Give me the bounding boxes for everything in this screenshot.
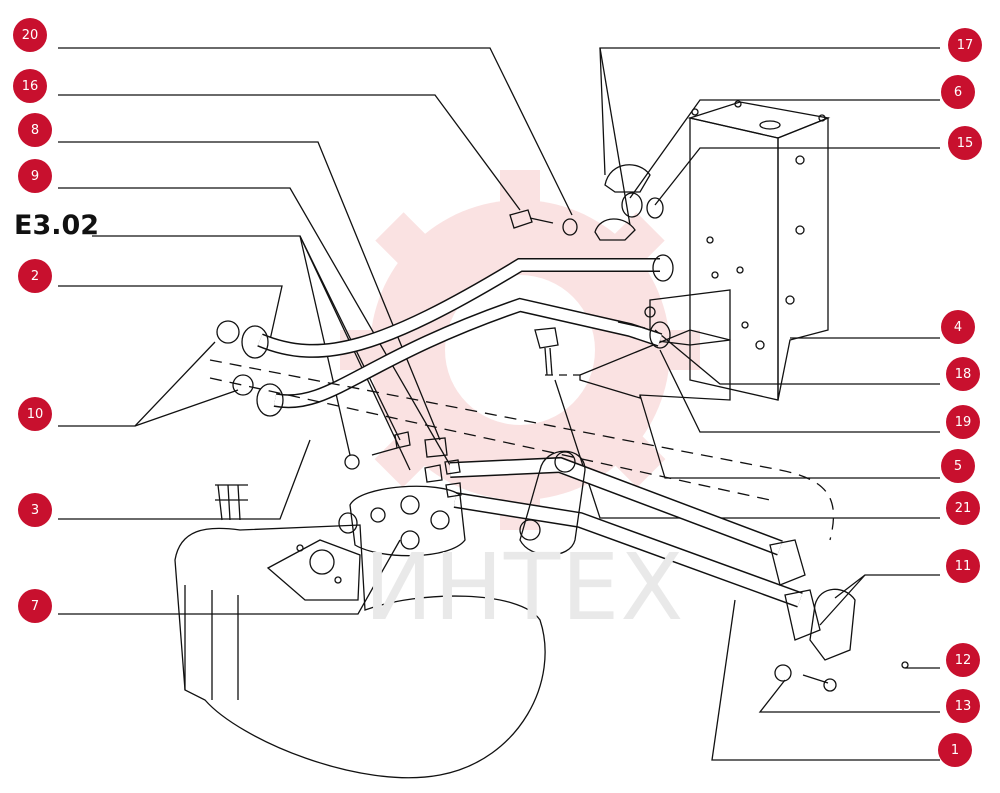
pump-housing xyxy=(174,484,546,779)
leader-line-3 xyxy=(58,439,311,520)
leader-line-5 xyxy=(639,394,940,479)
callout-12[interactable]: 12 xyxy=(946,643,980,677)
mounting-bracket xyxy=(579,329,731,401)
leader-line-13 xyxy=(758,679,940,713)
leader-line-8 xyxy=(58,141,441,441)
callout-21[interactable]: 21 xyxy=(946,491,980,525)
leader-line-21 xyxy=(554,379,940,519)
leader-line-18 xyxy=(654,329,940,385)
leader-line-19 xyxy=(659,349,940,433)
callout-20[interactable]: 20 xyxy=(13,18,47,52)
seal-ring-upper xyxy=(216,320,240,344)
callout-15[interactable]: 15 xyxy=(948,126,982,160)
leader-line-7 xyxy=(58,539,401,615)
callout-6[interactable]: 6 xyxy=(941,75,975,109)
manifold-block xyxy=(349,485,466,557)
callout-9[interactable]: 9 xyxy=(18,159,52,193)
callout-18[interactable]: 18 xyxy=(946,357,980,391)
callout-2[interactable]: 2 xyxy=(18,259,52,293)
callout-17[interactable]: 17 xyxy=(948,28,982,62)
leader-line-10 xyxy=(58,341,216,427)
callout-11[interactable]: 11 xyxy=(946,549,980,583)
callout-8[interactable]: 8 xyxy=(18,113,52,147)
callout-7[interactable]: 7 xyxy=(18,589,52,623)
leader-line-20 xyxy=(58,47,573,216)
leader-line-6 xyxy=(629,99,940,199)
leader-line-15 xyxy=(654,147,940,206)
valve-block xyxy=(687,100,831,401)
callout-13[interactable]: 13 xyxy=(946,689,980,723)
callout-4[interactable]: 4 xyxy=(941,310,975,344)
callout-5[interactable]: 5 xyxy=(941,449,975,483)
leader-line-17 xyxy=(599,47,940,176)
callout-19[interactable]: 19 xyxy=(946,405,980,439)
callout-16[interactable]: 16 xyxy=(13,69,47,103)
leader-line-9 xyxy=(58,187,451,466)
leader-line-2 xyxy=(58,285,283,341)
leader-line-16 xyxy=(58,94,521,211)
callout-1[interactable]: 1 xyxy=(938,733,972,767)
leader-line-1 xyxy=(711,599,940,761)
split-flange-half xyxy=(809,588,856,661)
diagram-title: E3.02 xyxy=(14,210,100,241)
seal-ring-lower xyxy=(232,374,254,396)
callout-10[interactable]: 10 xyxy=(18,397,52,431)
callout-3[interactable]: 3 xyxy=(18,493,52,527)
watermark-gear-icon xyxy=(340,170,700,530)
watermark-text: ИНТЕХ xyxy=(364,534,685,641)
